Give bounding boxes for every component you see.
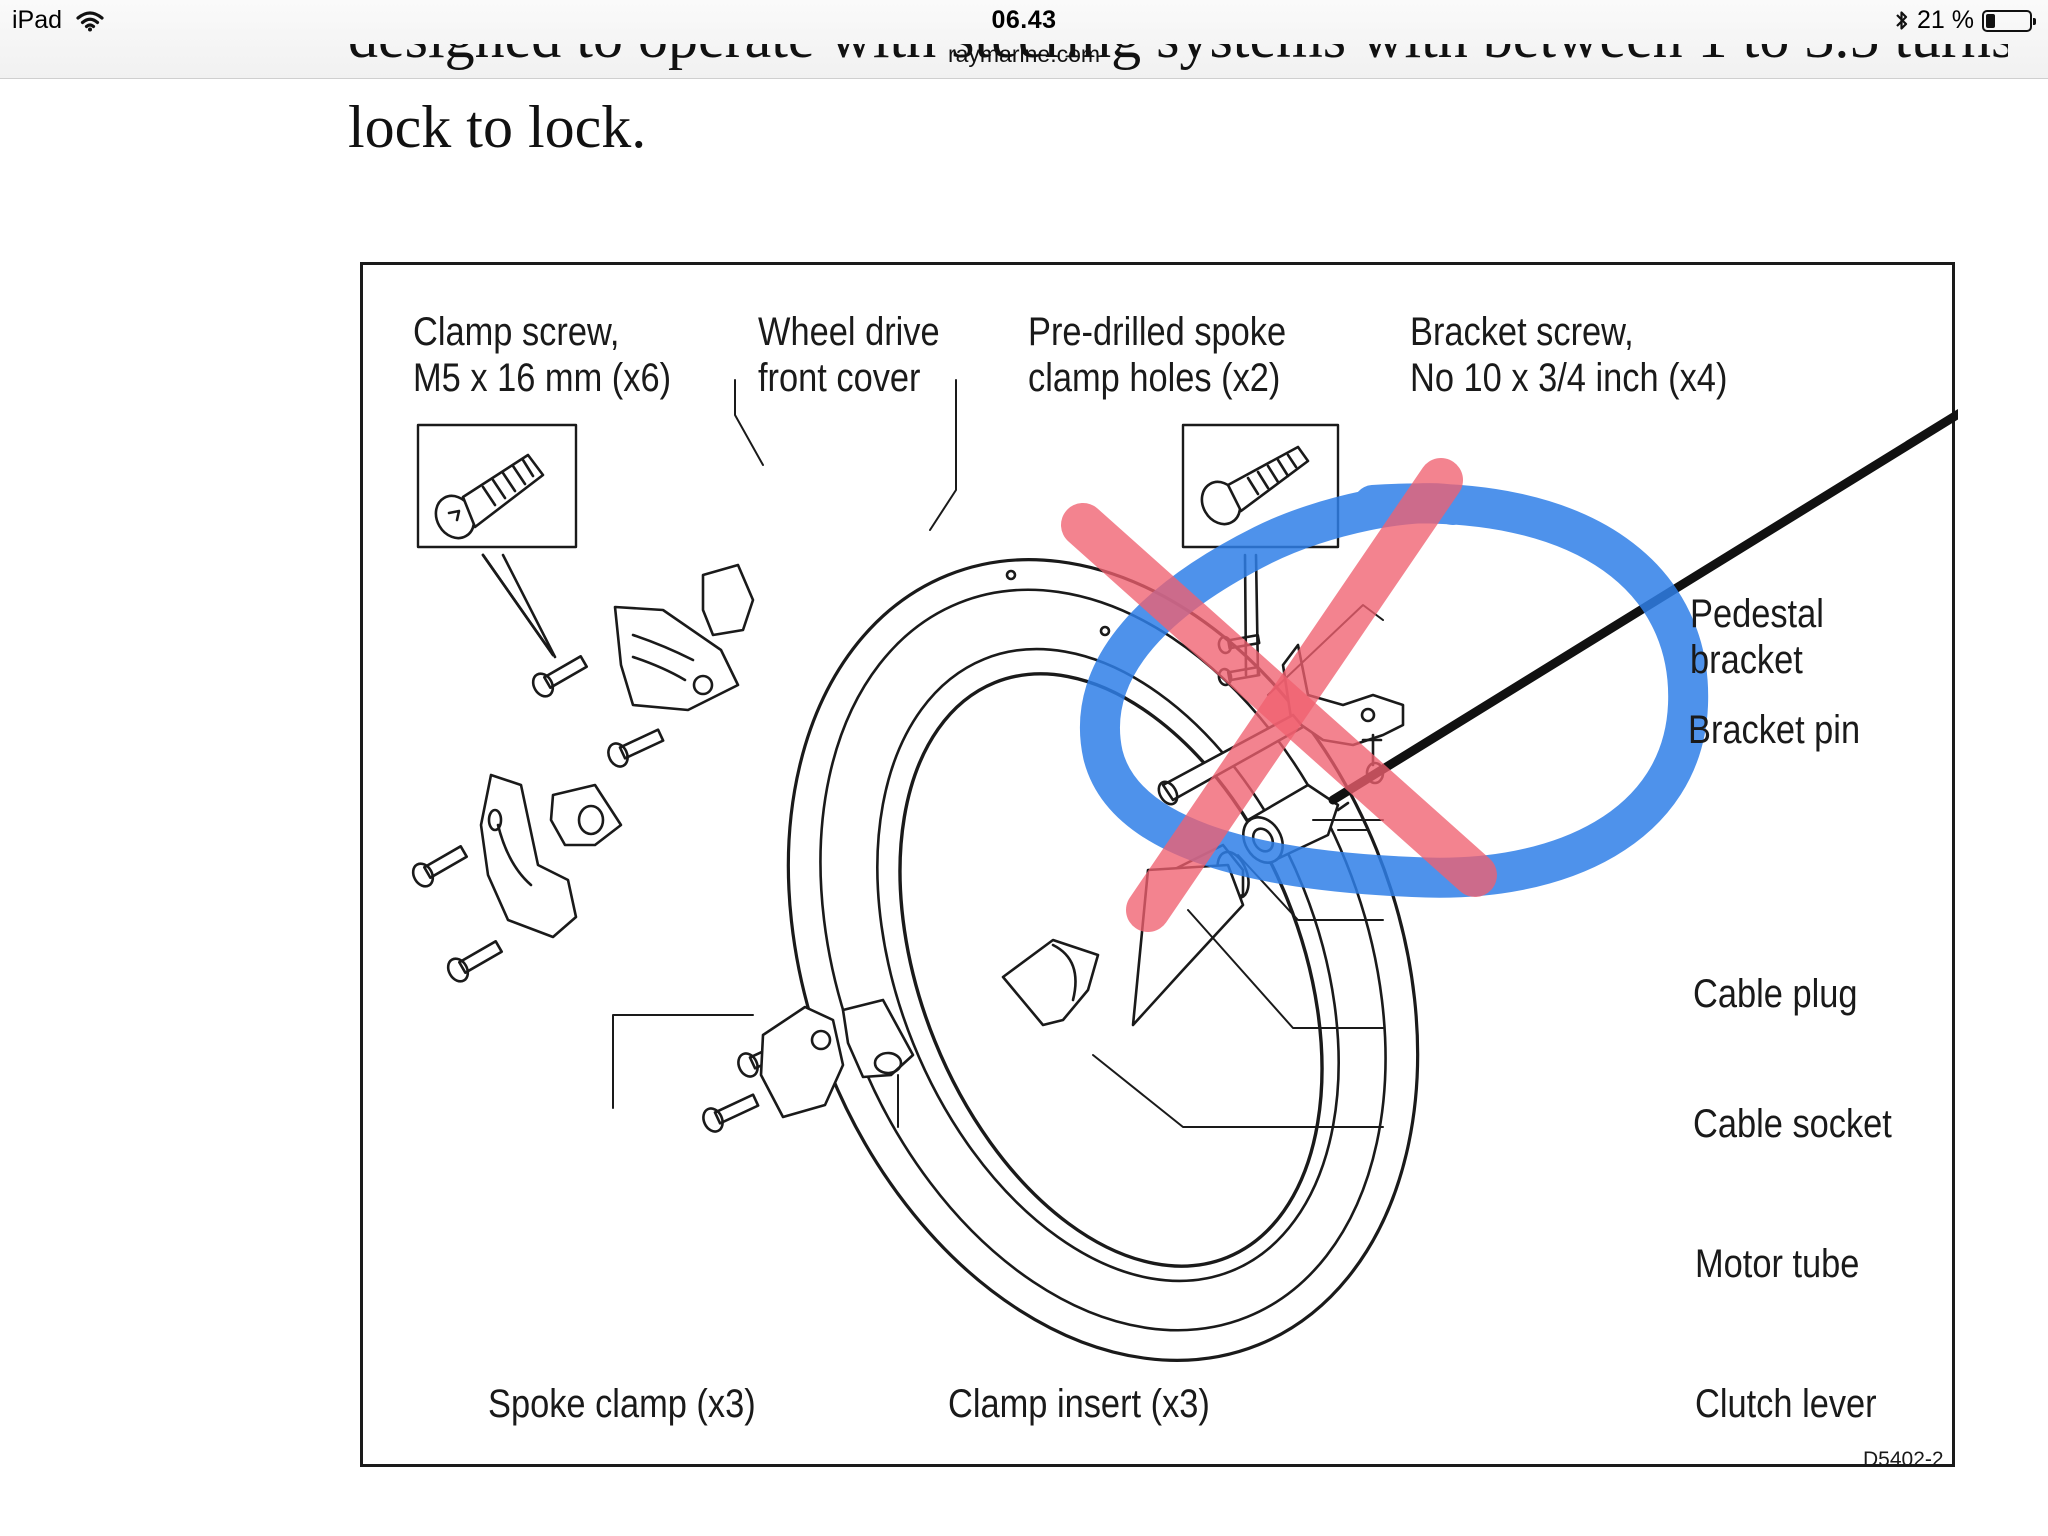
status-left: iPad [12, 6, 104, 35]
label-clamp-screw-line1: Clamp screw, [413, 310, 620, 354]
label-pedestal-line1: Pedestal [1690, 592, 1824, 636]
label-motor-tube: Motor tube [1695, 1242, 1860, 1286]
figure-code: D5402-2 [1863, 1448, 1944, 1471]
label-clamp-screw: Clamp screw, M5 x 16 mm (x6) [413, 309, 671, 401]
clock: 06.43 [991, 6, 1057, 34]
label-wheel-drive-line1: Wheel drive [758, 310, 940, 354]
label-cable-plug: Cable plug [1693, 972, 1858, 1016]
label-spoke-holes-line2: clamp holes (x2) [1028, 356, 1281, 400]
clamp-screw-box [416, 423, 578, 549]
document-line-2: lock to lock. [348, 94, 647, 160]
label-wheel-drive-cover: Wheel drive front cover [758, 309, 940, 401]
document-body: designed to operate with steering system… [348, 44, 2008, 168]
loose-screws [411, 633, 1261, 1133]
spoke-clamps [479, 563, 915, 1119]
label-spoke-holes: Pre-drilled spoke clamp holes (x2) [1028, 309, 1286, 401]
label-pedestal-line2: bracket [1690, 638, 1803, 682]
label-bracket-pin: Bracket pin [1688, 708, 1861, 752]
label-bracket-screw: Bracket screw, No 10 x 3/4 inch (x4) [1410, 309, 1727, 401]
wifi-icon [76, 10, 104, 31]
label-cable-socket: Cable socket [1693, 1102, 1892, 1146]
label-bracket-screw-line1: Bracket screw, [1410, 310, 1634, 354]
status-right: 21 % [1895, 6, 2036, 35]
bracket-screw-detail [1200, 445, 1310, 526]
wheel-drive-ring [786, 558, 1420, 1362]
label-clamp-insert: Clamp insert (x3) [948, 1382, 1210, 1426]
battery-icon [1982, 9, 2036, 32]
label-spoke-clamp: Spoke clamp (x3) [488, 1382, 756, 1426]
device-name: iPad [12, 6, 63, 34]
label-clamp-screw-line2: M5 x 16 mm (x6) [413, 356, 672, 400]
battery-level [1986, 13, 1995, 28]
status-center: 06.43 raymarine.com [0, 6, 2048, 68]
status-bar: iPad 06.43 raymarine.com 21 % [0, 0, 2048, 79]
document-line-clipped: designed to operate with steering system… [348, 44, 2008, 78]
label-bracket-screw-line2: No 10 x 3/4 inch (x4) [1410, 356, 1728, 400]
blue-circle-annotation [1079, 483, 1709, 898]
red-cross-annotation [1061, 458, 1497, 932]
label-clutch-lever: Clutch lever [1695, 1382, 1877, 1426]
bluetooth-icon [1896, 10, 1908, 30]
label-spoke-holes-line1: Pre-drilled spoke [1028, 310, 1287, 354]
clamp-screw-detail [434, 453, 545, 540]
battery-percent: 21 % [1917, 6, 1974, 34]
label-pedestal-bracket: Pedestal bracket [1690, 591, 1824, 683]
installation-diagram: Clamp screw, M5 x 16 mm (x6) Wheel drive… [360, 262, 1958, 1471]
document-line-1: designed to operate with steering system… [348, 44, 2008, 78]
diagram-line-art [411, 379, 1958, 1362]
address-url[interactable]: raymarine.com [947, 41, 1101, 67]
label-wheel-drive-line2: front cover [758, 356, 921, 400]
